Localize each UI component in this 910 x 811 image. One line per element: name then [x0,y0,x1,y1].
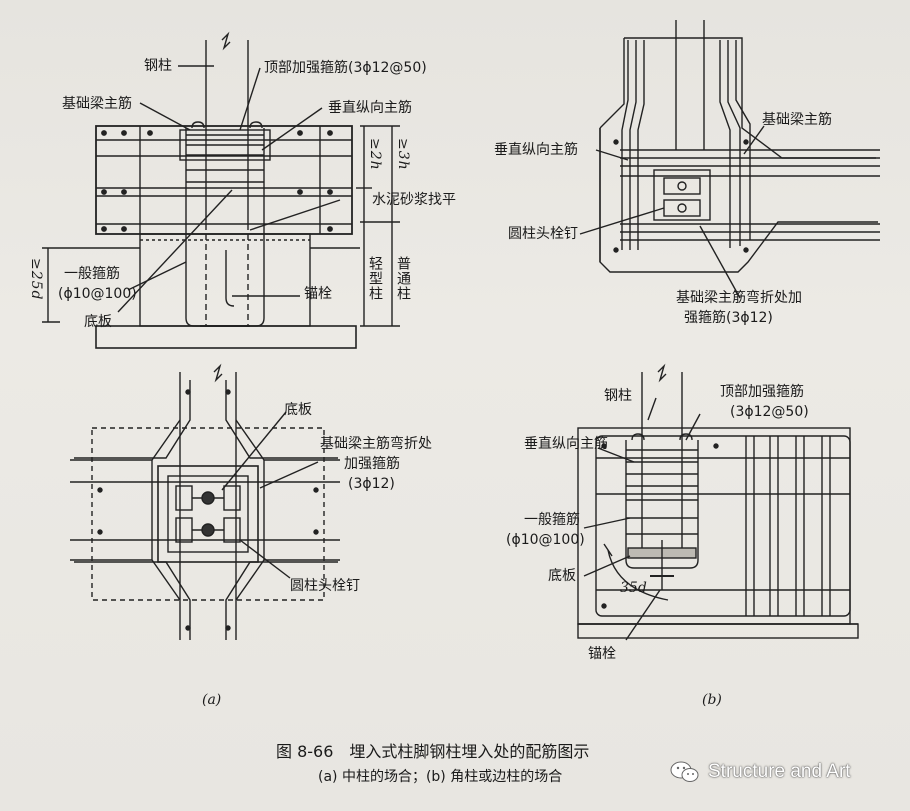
label-vertical-rebar: 垂直纵向主筋 [328,100,412,116]
watermark: Structure and Art [670,760,851,784]
label-b2-top-stirrup: 顶部加强箍筋 [720,384,804,400]
drawing-a-plan [70,363,340,640]
label-b-foundation-beam-rebar: 基础梁主筋 [762,112,832,128]
label-b-bend-stirrup: 基础梁主筋弯折处加 [676,290,802,306]
label-light-column: 轻型柱 [367,256,383,301]
label-a-bend-stirrup: 基础梁主筋弯折处 [320,436,432,452]
label-b2-general-stirrup: 一般箍筋 [524,512,580,528]
label-b-stud: 圆柱头栓钉 [508,226,578,242]
drawing-b-plan [579,20,880,299]
label-a-bend-stirrup-3: (3ϕ12) [348,476,395,492]
label-b2-top-stirrup-spec: (3ϕ12@50) [730,404,809,420]
label-a-base-plate: 底板 [284,402,312,418]
label-b-bend-stirrup-2: 强箍筋(3ϕ12) [684,310,773,326]
label-anchor: 锚栓 [304,286,332,302]
label-dim-3h: ≥3h [395,138,411,171]
label-a-stud: 圆柱头栓钉 [290,578,360,594]
label-general-stirrup: 一般箍筋 [64,266,120,282]
drawing-b-elevation [577,363,859,641]
label-b2-general-stirrup-spec: (ϕ10@100) [506,532,585,548]
wechat-icon [670,760,700,784]
label-dim-2h: ≥2h [367,138,383,171]
label-foundation-beam-rebar: 基础梁主筋 [62,96,132,112]
label-base-plate: 底板 [84,314,112,330]
figure-subcaption: (a) 中柱的场合；(b) 角柱或边柱的场合 [318,769,563,785]
label-tag-a: (a) [202,692,222,708]
label-mortar: 水泥砂浆找平 [372,192,456,208]
label-a-bend-stirrup-2: 加强箍筋 [344,456,400,472]
label-b2-steel-column: 钢柱 [604,388,632,404]
figure-caption: 图 8-66 埋入式柱脚钢柱埋入处的配筋图示 [276,742,590,761]
label-steel-column: 钢柱 [144,58,172,74]
label-tag-b: (b) [702,692,722,708]
label-dim-25d: ≥25d [28,258,44,301]
label-normal-column: 普通柱 [395,256,411,301]
label-b2-vertical-rebar: 垂直纵向主筋 [524,436,608,452]
label-top-stirrup: 顶部加强箍筋(3ϕ12@50) [264,60,427,76]
watermark-text: Structure and Art [708,761,851,782]
label-b2-base-plate: 底板 [548,568,576,584]
label-b2-dim-35d: 35d [620,580,647,596]
label-b-vertical-rebar: 垂直纵向主筋 [494,142,578,158]
label-b2-anchor: 锚栓 [588,646,616,662]
drawing-a-elevation [42,31,400,349]
label-general-stirrup-spec: (ϕ10@100) [58,286,137,302]
